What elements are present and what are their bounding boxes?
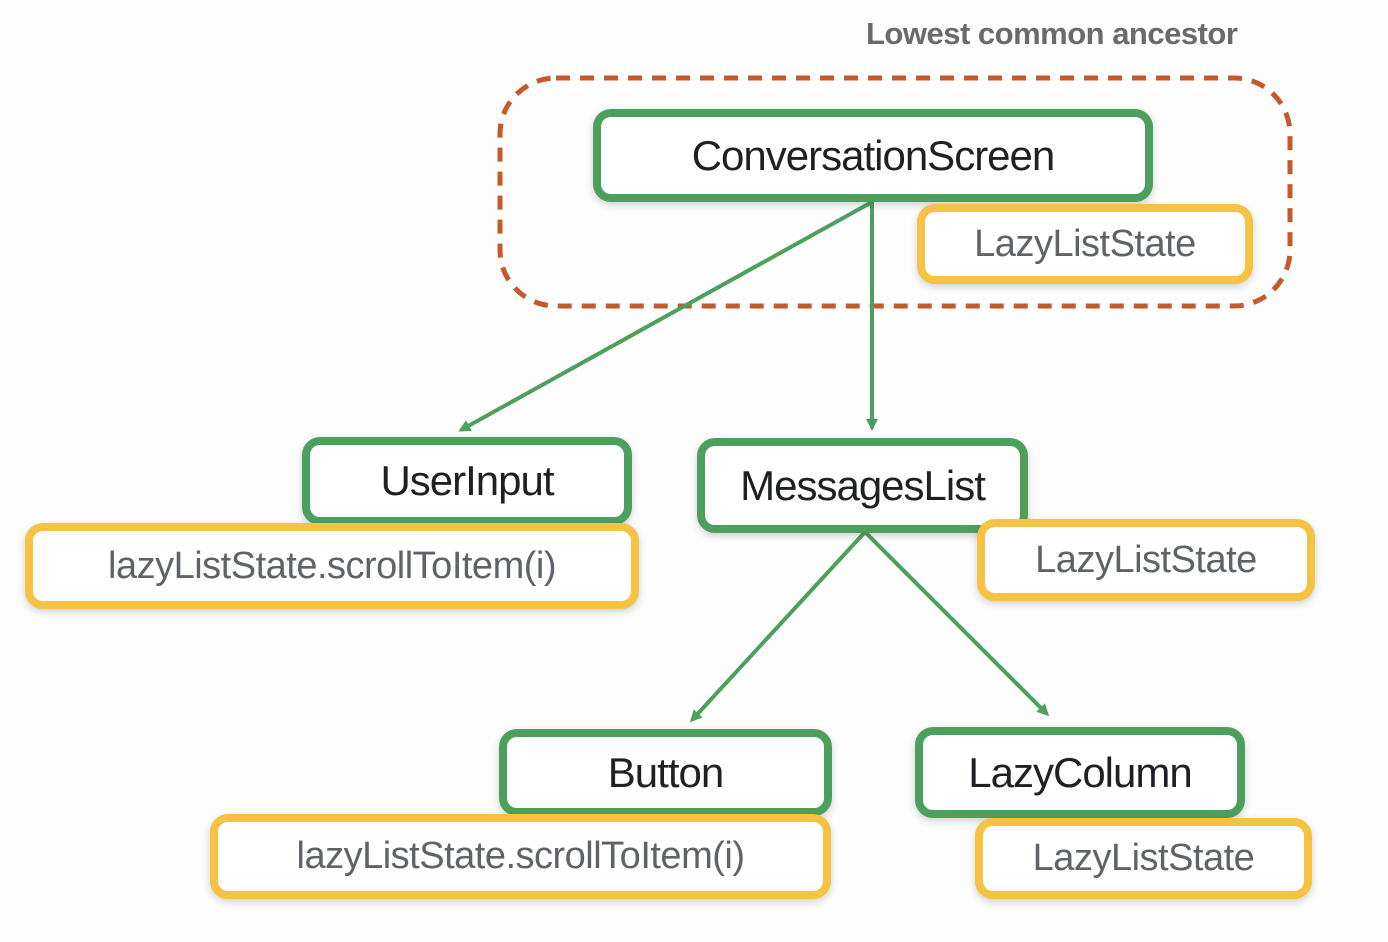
node-lazy-column: LazyColumn (915, 727, 1245, 818)
lowest-common-ancestor-outline (497, 75, 1293, 309)
edge-messageslist-to-lazycolumn (863, 530, 1050, 717)
badge-messageslist-lazyliststate: LazyListState (977, 519, 1315, 601)
badge-userinput-scrolltoitem: lazyListState.scrollToItem(i) (25, 523, 639, 609)
node-button: Button (499, 729, 832, 816)
edge-conversationscreen-to-userinput (458, 200, 873, 432)
badge-button-scrolltoitem: lazyListState.scrollToItem(i) (210, 814, 831, 899)
badge-lazycolumn-lazyliststate: LazyListState (975, 818, 1312, 899)
lowest-common-ancestor-label: Lowest common ancestor (866, 16, 1238, 51)
edge-messageslist-to-button (689, 530, 867, 723)
node-messages-list: MessagesList (697, 438, 1028, 533)
node-user-input: UserInput (302, 437, 632, 525)
node-conversation-screen: ConversationScreen (593, 109, 1153, 202)
badge-conversationscreen-lazyliststate: LazyListState (917, 204, 1253, 284)
